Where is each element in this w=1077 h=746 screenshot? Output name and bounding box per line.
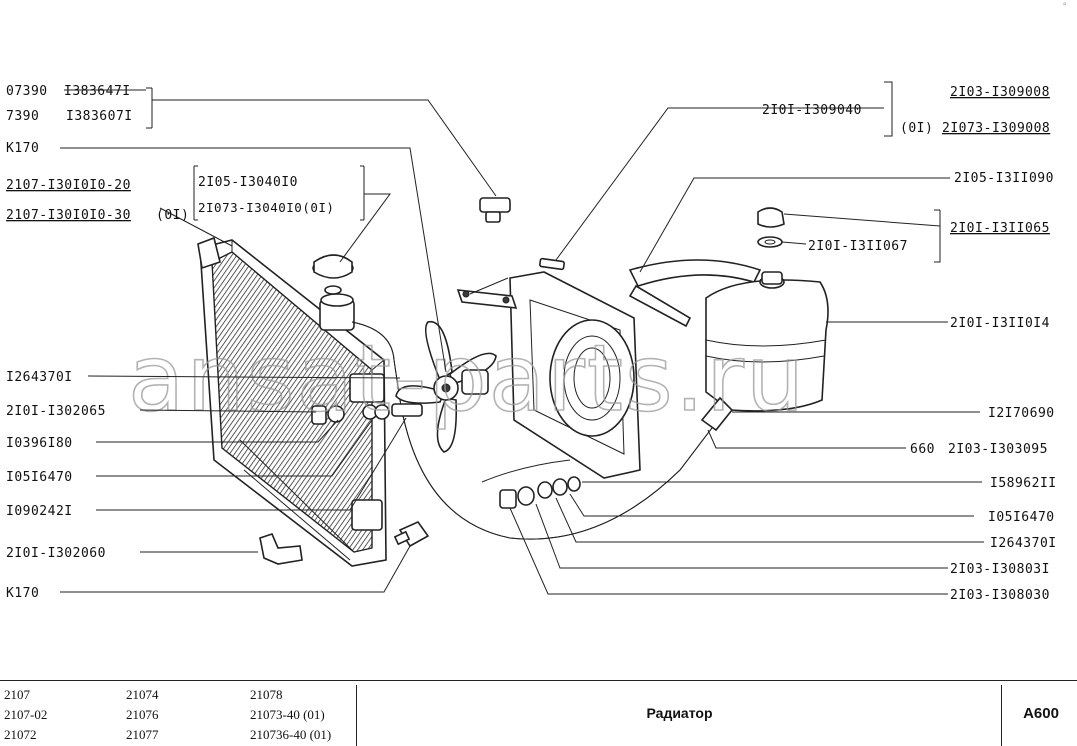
label-1051647-right: I05I6470 bbox=[988, 510, 1055, 525]
model-cell: 2107-02 bbox=[4, 707, 48, 722]
label-07390: 07390 bbox=[6, 84, 48, 99]
label-7390: 7390 bbox=[6, 109, 39, 124]
corner-mark: ° bbox=[1062, 2, 1068, 12]
label-1090242: I090242I bbox=[6, 504, 73, 519]
label-2101-1311065: 2I0I-I3II065 bbox=[950, 221, 1050, 236]
tank-strap-drawing bbox=[628, 259, 762, 328]
footer-divider bbox=[356, 685, 357, 746]
label-2101-1311014: 2I0I-I3II0I4 bbox=[950, 316, 1050, 331]
radiator-exploded-diagram: ansat-parts.ru 07390 I383 bbox=[6, 81, 1057, 603]
model-cell: 210736-40 (01) bbox=[250, 727, 332, 742]
label-2101-1302060: 2I0I-I302060 bbox=[6, 546, 106, 561]
fan-shroud-drawing bbox=[456, 271, 641, 479]
label-2107-1301010-30: 2107-I30I0I0-30 bbox=[6, 208, 131, 223]
tank-cap-drawing bbox=[757, 207, 785, 248]
model-cell: 21072 bbox=[4, 727, 37, 742]
label-1383607: I383607I bbox=[66, 109, 133, 124]
label-21073-1309008: 2I073-I309008 bbox=[942, 121, 1050, 136]
model-cell: 21078 bbox=[250, 687, 283, 702]
footer-divider bbox=[1001, 685, 1002, 746]
label-2103-1309008: 2I03-I309008 bbox=[950, 85, 1050, 100]
label-1051647-left: I05I6470 bbox=[6, 470, 73, 485]
shroud-pad-drawing bbox=[539, 257, 565, 271]
label-2101-1311067: 2I0I-I3II067 bbox=[808, 239, 908, 254]
label-1589621: I58962II bbox=[990, 476, 1057, 491]
fan-switch-drawing bbox=[393, 521, 430, 548]
label-suffix-01-b: (0I) bbox=[900, 121, 933, 136]
model-list: 2107 21074 21078 2107-02 21076 21073-40 … bbox=[4, 687, 354, 743]
label-k170-bottom: K170 bbox=[6, 586, 39, 601]
label-2105-1311090: 2I05-I3II090 bbox=[954, 171, 1054, 186]
model-cell: 21074 bbox=[126, 687, 159, 702]
footer-title-block: 2107 21074 21078 2107-02 21076 21073-40 … bbox=[0, 680, 1077, 746]
model-cell: 21073-40 (01) bbox=[250, 707, 325, 722]
expansion-tank-drawing bbox=[700, 271, 829, 432]
label-1217069: I2I70690 bbox=[988, 406, 1055, 421]
label-660: 660 bbox=[910, 442, 935, 457]
label-1383647: I383647I bbox=[64, 84, 131, 99]
diagram-code: A600 bbox=[1023, 705, 1059, 722]
model-cell: 21077 bbox=[126, 727, 159, 742]
radiator-cap-drawing bbox=[312, 254, 354, 295]
radiator-drawing bbox=[197, 236, 387, 567]
label-2105-1304010: 2I05-I3040I0 bbox=[198, 175, 298, 190]
label-1264370-left: I264370I bbox=[6, 370, 73, 385]
label-2101-1302065: 2I0I-I302065 bbox=[6, 404, 106, 419]
watermark: ansat-parts.ru bbox=[128, 325, 806, 432]
diagram-title: Радиатор bbox=[646, 705, 713, 721]
label-2103-1303095: 2I03-I303095 bbox=[948, 442, 1048, 457]
label-2103-1308031: 2I03-I30803I bbox=[950, 562, 1050, 577]
model-cell: 21076 bbox=[126, 707, 159, 722]
small-fittings-left-drawing bbox=[311, 403, 423, 425]
leader-lines bbox=[60, 81, 984, 595]
drain-bracket-drawing bbox=[259, 533, 303, 565]
hose-fittings-row-drawing bbox=[481, 459, 581, 509]
label-21073-1304010: 2I073-I3040I0(0I) bbox=[198, 200, 334, 215]
part-labels: 07390 I383647I 7390 I383607I K170 2107-I… bbox=[6, 84, 1057, 603]
label-1039618: I0396I80 bbox=[6, 436, 73, 451]
fan-motor-drawing bbox=[461, 369, 489, 395]
label-k170-top: K170 bbox=[6, 141, 39, 156]
label-suffix-01-a: (0I) bbox=[156, 208, 189, 223]
model-cell: 2107 bbox=[4, 687, 30, 702]
label-1264370-right: I264370I bbox=[990, 536, 1057, 551]
label-2103-1308030: 2I03-I308030 bbox=[950, 588, 1050, 603]
label-2101-1309040: 2I0I-I309040 bbox=[762, 103, 862, 118]
label-2107-1301010-20: 2107-I30I0I0-20 bbox=[6, 178, 131, 193]
bolt-drawing bbox=[479, 197, 511, 223]
